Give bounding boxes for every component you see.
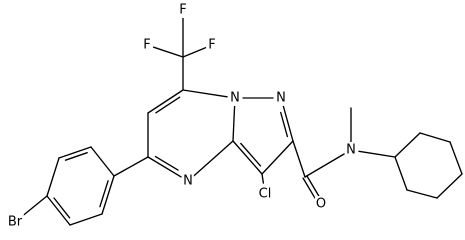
bond-c5-n4-inner	[154, 155, 179, 171]
bond-c2-cam	[292, 140, 306, 178]
bond-ph6-ph1	[101, 175, 115, 215]
bond-cy5-cy6	[406, 189, 438, 199]
bond-c3a-n8a	[232, 105, 236, 142]
bond-ph4-br	[22, 195, 48, 216]
bond-ph3-ph4	[46, 157, 60, 197]
atom-label-n-bridge: N	[230, 91, 240, 106]
bond-c7-n8a	[182, 89, 228, 98]
bond-c7-c6	[147, 89, 184, 114]
atom-label-n-pyrazole: N	[276, 91, 286, 106]
molecule-svg: F F F N N N N O Cl Br	[6, 2, 463, 230]
bond-cy3-cy4	[449, 141, 463, 175]
atom-label-background	[345, 142, 357, 158]
bond-c3-c3a-inner	[240, 142, 262, 167]
bond-ph4-ph5	[46, 195, 71, 226]
atom-label-background	[142, 37, 152, 53]
bond-cam-o-a	[302, 177, 316, 199]
atom-label-background	[275, 90, 287, 106]
bond-cam-o-b	[306, 175, 320, 197]
bond-cy1-cy2	[394, 132, 421, 158]
bond-ph6-ph1-inner	[99, 180, 109, 208]
bond-c2-c3	[261, 140, 294, 175]
atom-label-cl: Cl	[259, 187, 272, 202]
bond-c3-c3a	[232, 140, 263, 175]
bond-n1-c2	[282, 105, 294, 142]
atom-label-o-carbonyl: O	[316, 197, 326, 212]
bond-n1-c2-inner	[280, 111, 289, 138]
atom-label-n-amide: N	[346, 143, 356, 158]
bond-c5-n4	[147, 156, 182, 178]
bond-cam-nam	[304, 153, 345, 178]
atom-label-background	[6, 214, 24, 230]
bond-ph4-ph5-inner	[53, 197, 71, 219]
bond-cy2-cy3	[419, 132, 451, 143]
atom-label-background	[314, 196, 328, 212]
bond-c3-cl	[261, 173, 265, 184]
bond-nam-cy1	[358, 150, 396, 158]
bond-cf3-f1	[152, 46, 184, 58]
bond-cy4-cy5	[436, 173, 463, 199]
atom-label-background	[257, 186, 273, 202]
atom-label-layer: F F F N N N N O Cl Br	[6, 2, 357, 230]
atom-label-background	[207, 37, 217, 53]
atom-label-background	[229, 90, 241, 106]
bond-ph5-ph6	[69, 213, 103, 226]
bond-ph1-ph2	[90, 146, 115, 177]
atom-label-background	[178, 2, 188, 18]
bond-layer	[22, 16, 463, 226]
bond-ph2-ph3-inner	[64, 152, 88, 161]
atom-label-f1: F	[143, 38, 150, 53]
atom-label-f3: F	[208, 38, 215, 53]
bond-cy6-cy1	[394, 156, 408, 191]
atom-label-n-pyrimidine: N	[183, 174, 193, 189]
bond-ph2-ph3	[58, 146, 92, 159]
atom-label-f2: F	[179, 3, 186, 18]
bond-n4-c3a	[193, 140, 234, 177]
structure-diagram: F F F N N N N O Cl Br	[6, 2, 463, 230]
bond-c7-c6-inner	[155, 96, 181, 114]
bond-cf3-f3	[182, 47, 207, 58]
bond-c5-ph1	[113, 156, 149, 177]
atom-label-background	[182, 173, 194, 189]
atom-label-br: Br	[8, 215, 23, 230]
